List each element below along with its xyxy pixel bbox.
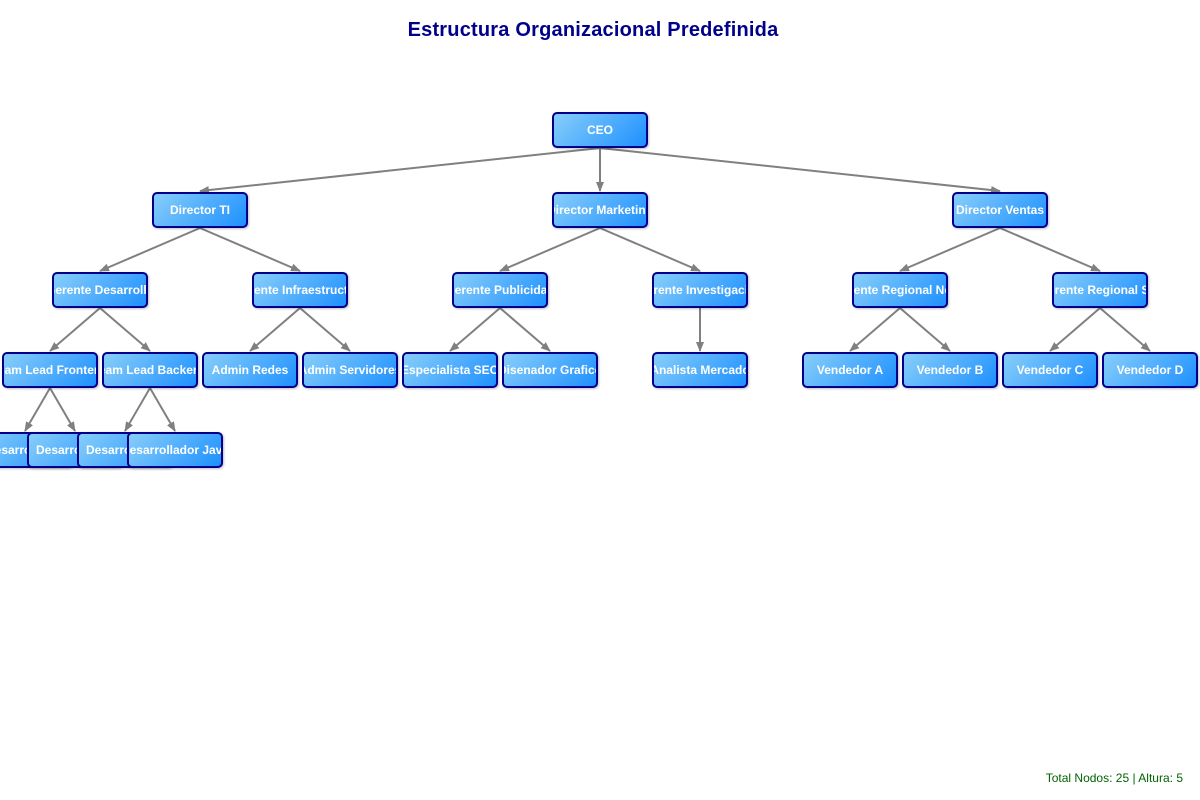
org-node-label: Gerente Investigacion	[653, 283, 748, 297]
total-nodes-value: 25	[1115, 771, 1130, 785]
org-node-label: Admin Redes	[211, 363, 289, 377]
org-node-gerente-desarrollo[interactable]: Gerente Desarrollo	[52, 272, 148, 308]
org-node-vendedor-a[interactable]: Vendedor A	[802, 352, 898, 388]
edge-gerente-publicidad-to-disenador-grafico	[499, 307, 551, 352]
org-node-analista-mercado[interactable]: Analista Mercado	[652, 352, 748, 388]
org-node-vendedor-c[interactable]: Vendedor C	[1002, 352, 1098, 388]
tree-height-value: 5	[1176, 771, 1183, 785]
edge-gerente-desarrollo-to-team-lead-frontend	[49, 307, 101, 352]
edge-director-ti-to-gerente-desarrollo	[99, 227, 201, 272]
org-node-label: Gerente Regional Norte	[853, 283, 946, 297]
tree-stats: Total Nodos: 25 | Altura: 5	[1046, 771, 1183, 785]
org-node-team-lead-backend[interactable]: Team Lead Backend	[102, 352, 198, 388]
edge-gerente-infraestructura-to-admin-redes	[249, 307, 301, 352]
edge-ceo-to-director-ventas	[599, 147, 1001, 195]
edge-director-ventas-to-gerente-regional-norte	[899, 227, 1001, 272]
org-node-gerente-regional-norte[interactable]: Gerente Regional Norte	[852, 272, 948, 308]
org-node-label: Team Lead Frontend	[4, 363, 96, 377]
edge-team-lead-backend-to-desarrollador	[124, 387, 151, 432]
org-node-director-ventas[interactable]: Director Ventas	[952, 192, 1048, 228]
org-node-label: Director Ventas	[955, 203, 1045, 217]
org-node-especialista-seo[interactable]: Especialista SEO	[402, 352, 498, 388]
org-node-label: Desarrollador Java	[127, 443, 223, 457]
org-node-label: Gerente Regional Sur	[1054, 283, 1146, 297]
tree-height-label: Altura:	[1138, 771, 1173, 785]
org-node-label: Gerente Publicidad	[454, 283, 548, 297]
diagram-title: Estructura Organizacional Predefinida	[407, 19, 779, 41]
edge-gerente-regional-norte-to-vendedor-a	[849, 307, 901, 352]
org-node-label: Team Lead Backend	[104, 363, 196, 377]
edge-director-ti-to-gerente-infraestructura	[199, 227, 301, 272]
org-node-director-marketing[interactable]: Director Marketing	[552, 192, 648, 228]
org-node-gerente-publicidad[interactable]: Gerente Publicidad	[452, 272, 548, 308]
org-node-label: CEO	[586, 123, 613, 137]
edge-team-lead-frontend-to-desarrollador	[49, 387, 76, 432]
edge-gerente-regional-norte-to-vendedor-b	[899, 307, 951, 352]
org-node-label: Vendedor D	[1116, 363, 1184, 377]
org-node-label: Gerente Infraestructura	[253, 283, 348, 297]
org-node-disenador-grafico[interactable]: Disenador Grafico	[502, 352, 598, 388]
org-node-label: Especialista SEO	[402, 363, 498, 377]
org-node-label: Gerente Desarrollo	[54, 283, 147, 297]
total-nodes-label: Total Nodos:	[1045, 771, 1113, 785]
org-node-label: Vendedor A	[816, 363, 884, 377]
org-node-label: Vendedor B	[916, 363, 984, 377]
org-node-label: Vendedor C	[1016, 363, 1084, 377]
edge-gerente-desarrollo-to-team-lead-backend	[99, 307, 151, 352]
edge-director-marketing-to-gerente-publicidad	[499, 227, 601, 272]
org-node-gerente-infraestructura[interactable]: Gerente Infraestructura	[252, 272, 348, 308]
edge-director-marketing-to-gerente-investigacion	[599, 227, 701, 272]
org-node-vendedor-b[interactable]: Vendedor B	[902, 352, 998, 388]
edge-director-ventas-to-gerente-regional-sur	[999, 227, 1101, 272]
org-node-label: Director TI	[169, 203, 230, 217]
org-node-label: Director Marketing	[552, 203, 648, 217]
edge-team-lead-frontend-to-desarrollador	[24, 387, 51, 432]
edge-gerente-regional-sur-to-vendedor-c	[1049, 307, 1101, 352]
org-node-director-ti[interactable]: Director TI	[152, 192, 248, 228]
org-node-vendedor-d[interactable]: Vendedor D	[1102, 352, 1198, 388]
org-node-admin-redes[interactable]: Admin Redes	[202, 352, 298, 388]
edge-team-lead-backend-to-desarrollador-java	[149, 387, 176, 432]
edge-gerente-regional-sur-to-vendedor-d	[1099, 307, 1151, 352]
org-node-label: Admin Servidores	[302, 363, 398, 377]
org-node-label: Analista Mercado	[652, 363, 748, 377]
org-node-admin-servidores[interactable]: Admin Servidores	[302, 352, 398, 388]
edge-ceo-to-director-ti	[199, 147, 601, 195]
org-node-gerente-investigacion[interactable]: Gerente Investigacion	[652, 272, 748, 308]
org-node-label: Disenador Grafico	[502, 363, 598, 377]
stats-separator: |	[1132, 771, 1136, 785]
org-node-gerente-regional-sur[interactable]: Gerente Regional Sur	[1052, 272, 1148, 308]
edge-gerente-infraestructura-to-admin-servidores	[299, 307, 351, 352]
org-node-ceo[interactable]: CEO	[552, 112, 648, 148]
org-node-team-lead-frontend[interactable]: Team Lead Frontend	[2, 352, 98, 388]
org-node-desarrollador-java[interactable]: Desarrollador Java	[127, 432, 223, 468]
edge-gerente-publicidad-to-especialista-seo	[449, 307, 501, 352]
